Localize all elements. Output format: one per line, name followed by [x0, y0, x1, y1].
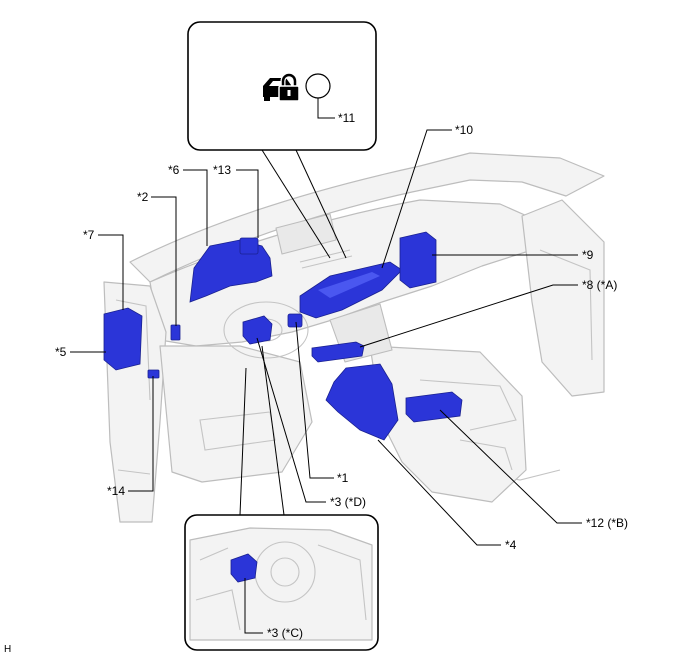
callout-label-3c: *3 (*C): [267, 626, 303, 640]
figure-code: H: [4, 644, 11, 655]
component-6-meter: [189, 239, 273, 303]
leader-line-14: [128, 376, 154, 492]
leader-line-11: [317, 98, 335, 119]
component-7-5-module: [103, 307, 143, 371]
highlighted-components: [103, 231, 463, 441]
center-display: [275, 213, 337, 255]
callout-label-8: *8 (*A): [582, 278, 617, 292]
component-4: [325, 363, 399, 441]
top-inset: *11: [187, 21, 377, 151]
right-door: [521, 199, 605, 397]
leader-line-12: [439, 409, 582, 524]
center-vents: [299, 249, 353, 269]
callout-label-4: *4: [505, 538, 517, 552]
component-1: [287, 313, 303, 328]
car-lock-icon: [263, 72, 300, 102]
bottom-inset-connector-right: [261, 345, 285, 516]
component-3-steering-part: [242, 315, 273, 345]
component-10-highlight: [318, 272, 380, 298]
callout-label-1: *1: [337, 471, 349, 485]
callout-label-13: *13: [213, 163, 231, 177]
component-13: [239, 237, 259, 255]
callout-labels: *10 *6 *13 *2 *7 *9 *8 (*A) *5 *1 *3 (*D…: [55, 123, 628, 552]
callout-label-6: *6: [168, 163, 180, 177]
steering-wheel: [223, 301, 309, 359]
component-12-module: [405, 391, 463, 423]
callout-label-10: *10: [455, 123, 473, 137]
callout-label-2: *2: [137, 190, 149, 204]
component-2: [170, 324, 181, 341]
callout-label-14: *14: [107, 484, 125, 498]
callout-label-9: *9: [582, 248, 594, 262]
left-door-trim: [115, 299, 151, 475]
top-inset-connector-left: [261, 149, 331, 259]
leader-line-2: [151, 196, 177, 326]
component-9: [399, 231, 437, 289]
top-inset-connector-right: [295, 149, 347, 259]
leader-line-6: [183, 169, 208, 246]
component-8-module: [311, 341, 365, 363]
bottom-inset-connector-left: [239, 367, 247, 516]
leader-line-4: [377, 439, 501, 546]
leader-line-7: [98, 234, 124, 310]
leader-line-1: [295, 321, 334, 479]
leader-line-8: [359, 284, 578, 348]
lower-dashboard-left: [159, 345, 313, 483]
leader-line-3c: [244, 578, 263, 634]
leader-line-10: [381, 129, 452, 269]
inset-component-3: [230, 553, 258, 583]
callout-label-12: *12 (*B): [586, 516, 628, 530]
footwell: [199, 411, 276, 451]
callout-label-5: *5: [55, 345, 67, 359]
console-armrest: [419, 379, 517, 471]
leader-line-3d: [256, 337, 326, 503]
inset-steering-column-drawing: [189, 527, 373, 641]
callout-label-3d: *3 (*D): [330, 495, 366, 509]
leader-lines: [70, 129, 582, 546]
leader-line-13: [236, 169, 259, 238]
callout-label-7: *7: [83, 228, 95, 242]
callout-label-11: *11: [338, 111, 355, 125]
bottom-inset: *3 (*C): [184, 514, 379, 651]
